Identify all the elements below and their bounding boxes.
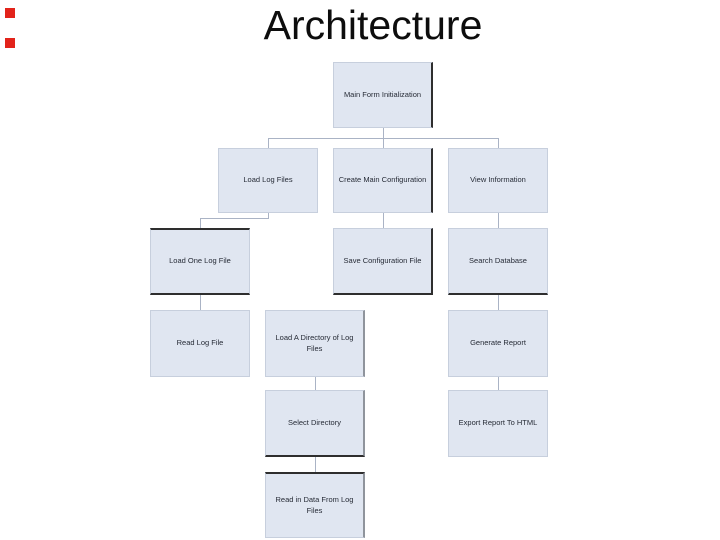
node-label: Load A Directory of Log Files [275, 332, 354, 353]
connector-line [383, 213, 384, 228]
connector-line [200, 295, 201, 310]
node-label: Export Report To HTML [458, 418, 538, 428]
node-export-report-to-html: Export Report To HTML [448, 390, 548, 457]
node-label: Read Log File [176, 338, 224, 348]
node-main-form-initialization: Main Form Initialization [333, 62, 433, 128]
connector-line [498, 213, 499, 228]
connector-line [268, 213, 269, 218]
slide-title: Architecture [263, 2, 483, 48]
node-create-main-configuration: Create Main Configuration [333, 148, 433, 213]
connector-line [268, 138, 269, 148]
node-label: Search Database [469, 255, 527, 265]
node-label: Save Configuration File [343, 255, 422, 265]
node-label: Generate Report [470, 338, 526, 348]
node-label: Load Log Files [243, 175, 293, 185]
connector-line [315, 377, 316, 390]
connector-line [383, 138, 499, 139]
node-generate-report: Generate Report [448, 310, 548, 377]
node-load-one-log-file: Load One Log File [150, 228, 250, 295]
node-load-a-directory: Load A Directory of Log Files [265, 310, 365, 377]
red-square-marker [5, 8, 15, 18]
connector-line [200, 218, 201, 228]
node-read-log-file: Read Log File [150, 310, 250, 377]
connector-line [383, 128, 384, 138]
connector-line [498, 138, 499, 148]
node-read-in-data: Read in Data From Log Files [265, 472, 365, 538]
red-square-marker [5, 38, 15, 48]
connector-line [268, 138, 384, 139]
node-label: Create Main Configuration [338, 175, 427, 185]
node-load-log-files: Load Log Files [218, 148, 318, 213]
node-save-configuration-file: Save Configuration File [333, 228, 433, 295]
connector-line [315, 457, 316, 472]
node-label: Load One Log File [169, 256, 231, 266]
connector-line [498, 295, 499, 310]
node-label: Select Directory [288, 417, 341, 427]
connector-line [200, 218, 269, 219]
node-select-directory: Select Directory [265, 390, 365, 457]
node-label: View Information [470, 175, 526, 185]
node-search-database: Search Database [448, 228, 548, 295]
node-label: Read in Data From Log Files [275, 494, 354, 515]
node-view-information: View Information [448, 148, 548, 213]
node-label: Main Form Initialization [343, 89, 422, 99]
connector-line [498, 377, 499, 390]
